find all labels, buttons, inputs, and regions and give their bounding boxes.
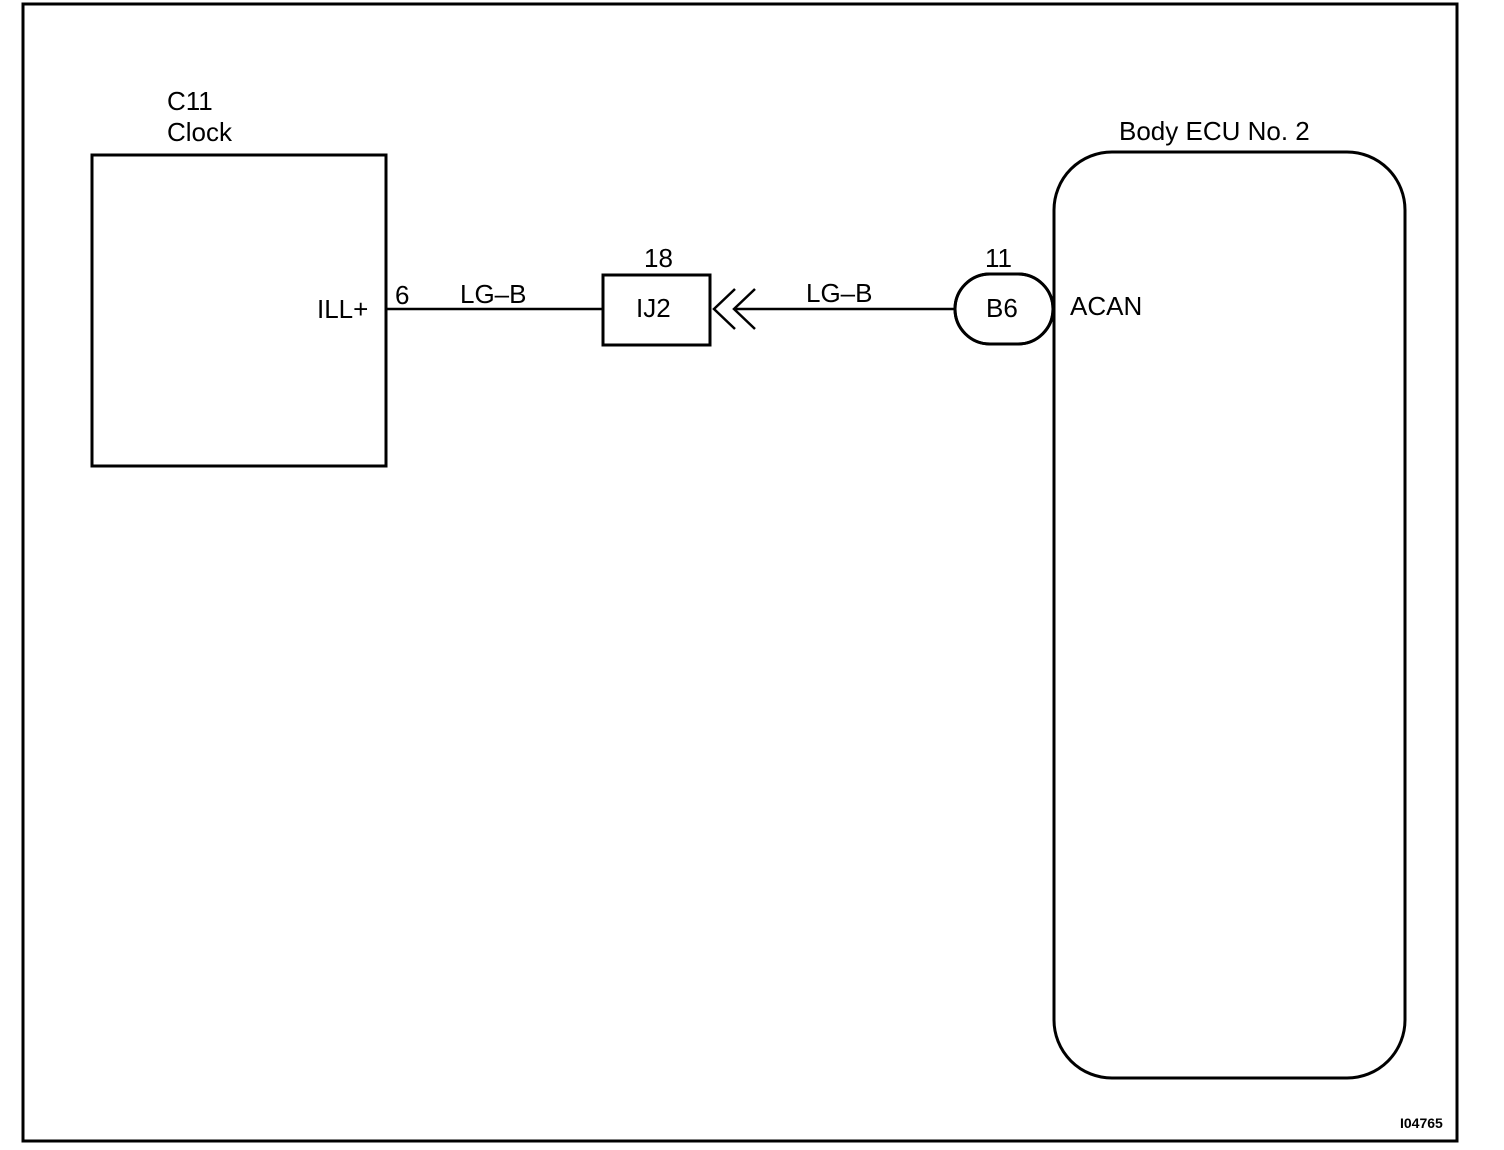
chevron-left-icon bbox=[712, 288, 736, 330]
ecu-name-label: Body ECU No. 2 bbox=[1119, 116, 1310, 146]
chevron-right-icon bbox=[732, 288, 756, 330]
connector-oval-outline bbox=[953, 272, 1055, 346]
junction-label: IJ2 bbox=[636, 293, 671, 323]
clock-code-label: C11 bbox=[167, 86, 213, 116]
wire-left-color-code: LG–B bbox=[460, 279, 527, 309]
clock-name-label: Clock bbox=[167, 117, 233, 147]
connector-pin-number: 11 bbox=[985, 243, 1012, 273]
ecu-terminal-label: ACAN bbox=[1070, 291, 1142, 321]
junction-pin-number: 18 bbox=[644, 243, 673, 273]
ecu-component-box bbox=[1052, 150, 1407, 1080]
connector-label: B6 bbox=[986, 293, 1018, 323]
clock-pin-number: 6 bbox=[395, 280, 409, 310]
clock-component-box bbox=[90, 153, 388, 468]
figure-id: I04765 bbox=[1400, 1115, 1443, 1131]
junction-connector-box bbox=[601, 273, 712, 347]
wire-right-color-code: LG–B bbox=[806, 278, 873, 308]
diagram-frame bbox=[21, 2, 1459, 1143]
clock-terminal-label: ILL+ bbox=[317, 294, 368, 324]
